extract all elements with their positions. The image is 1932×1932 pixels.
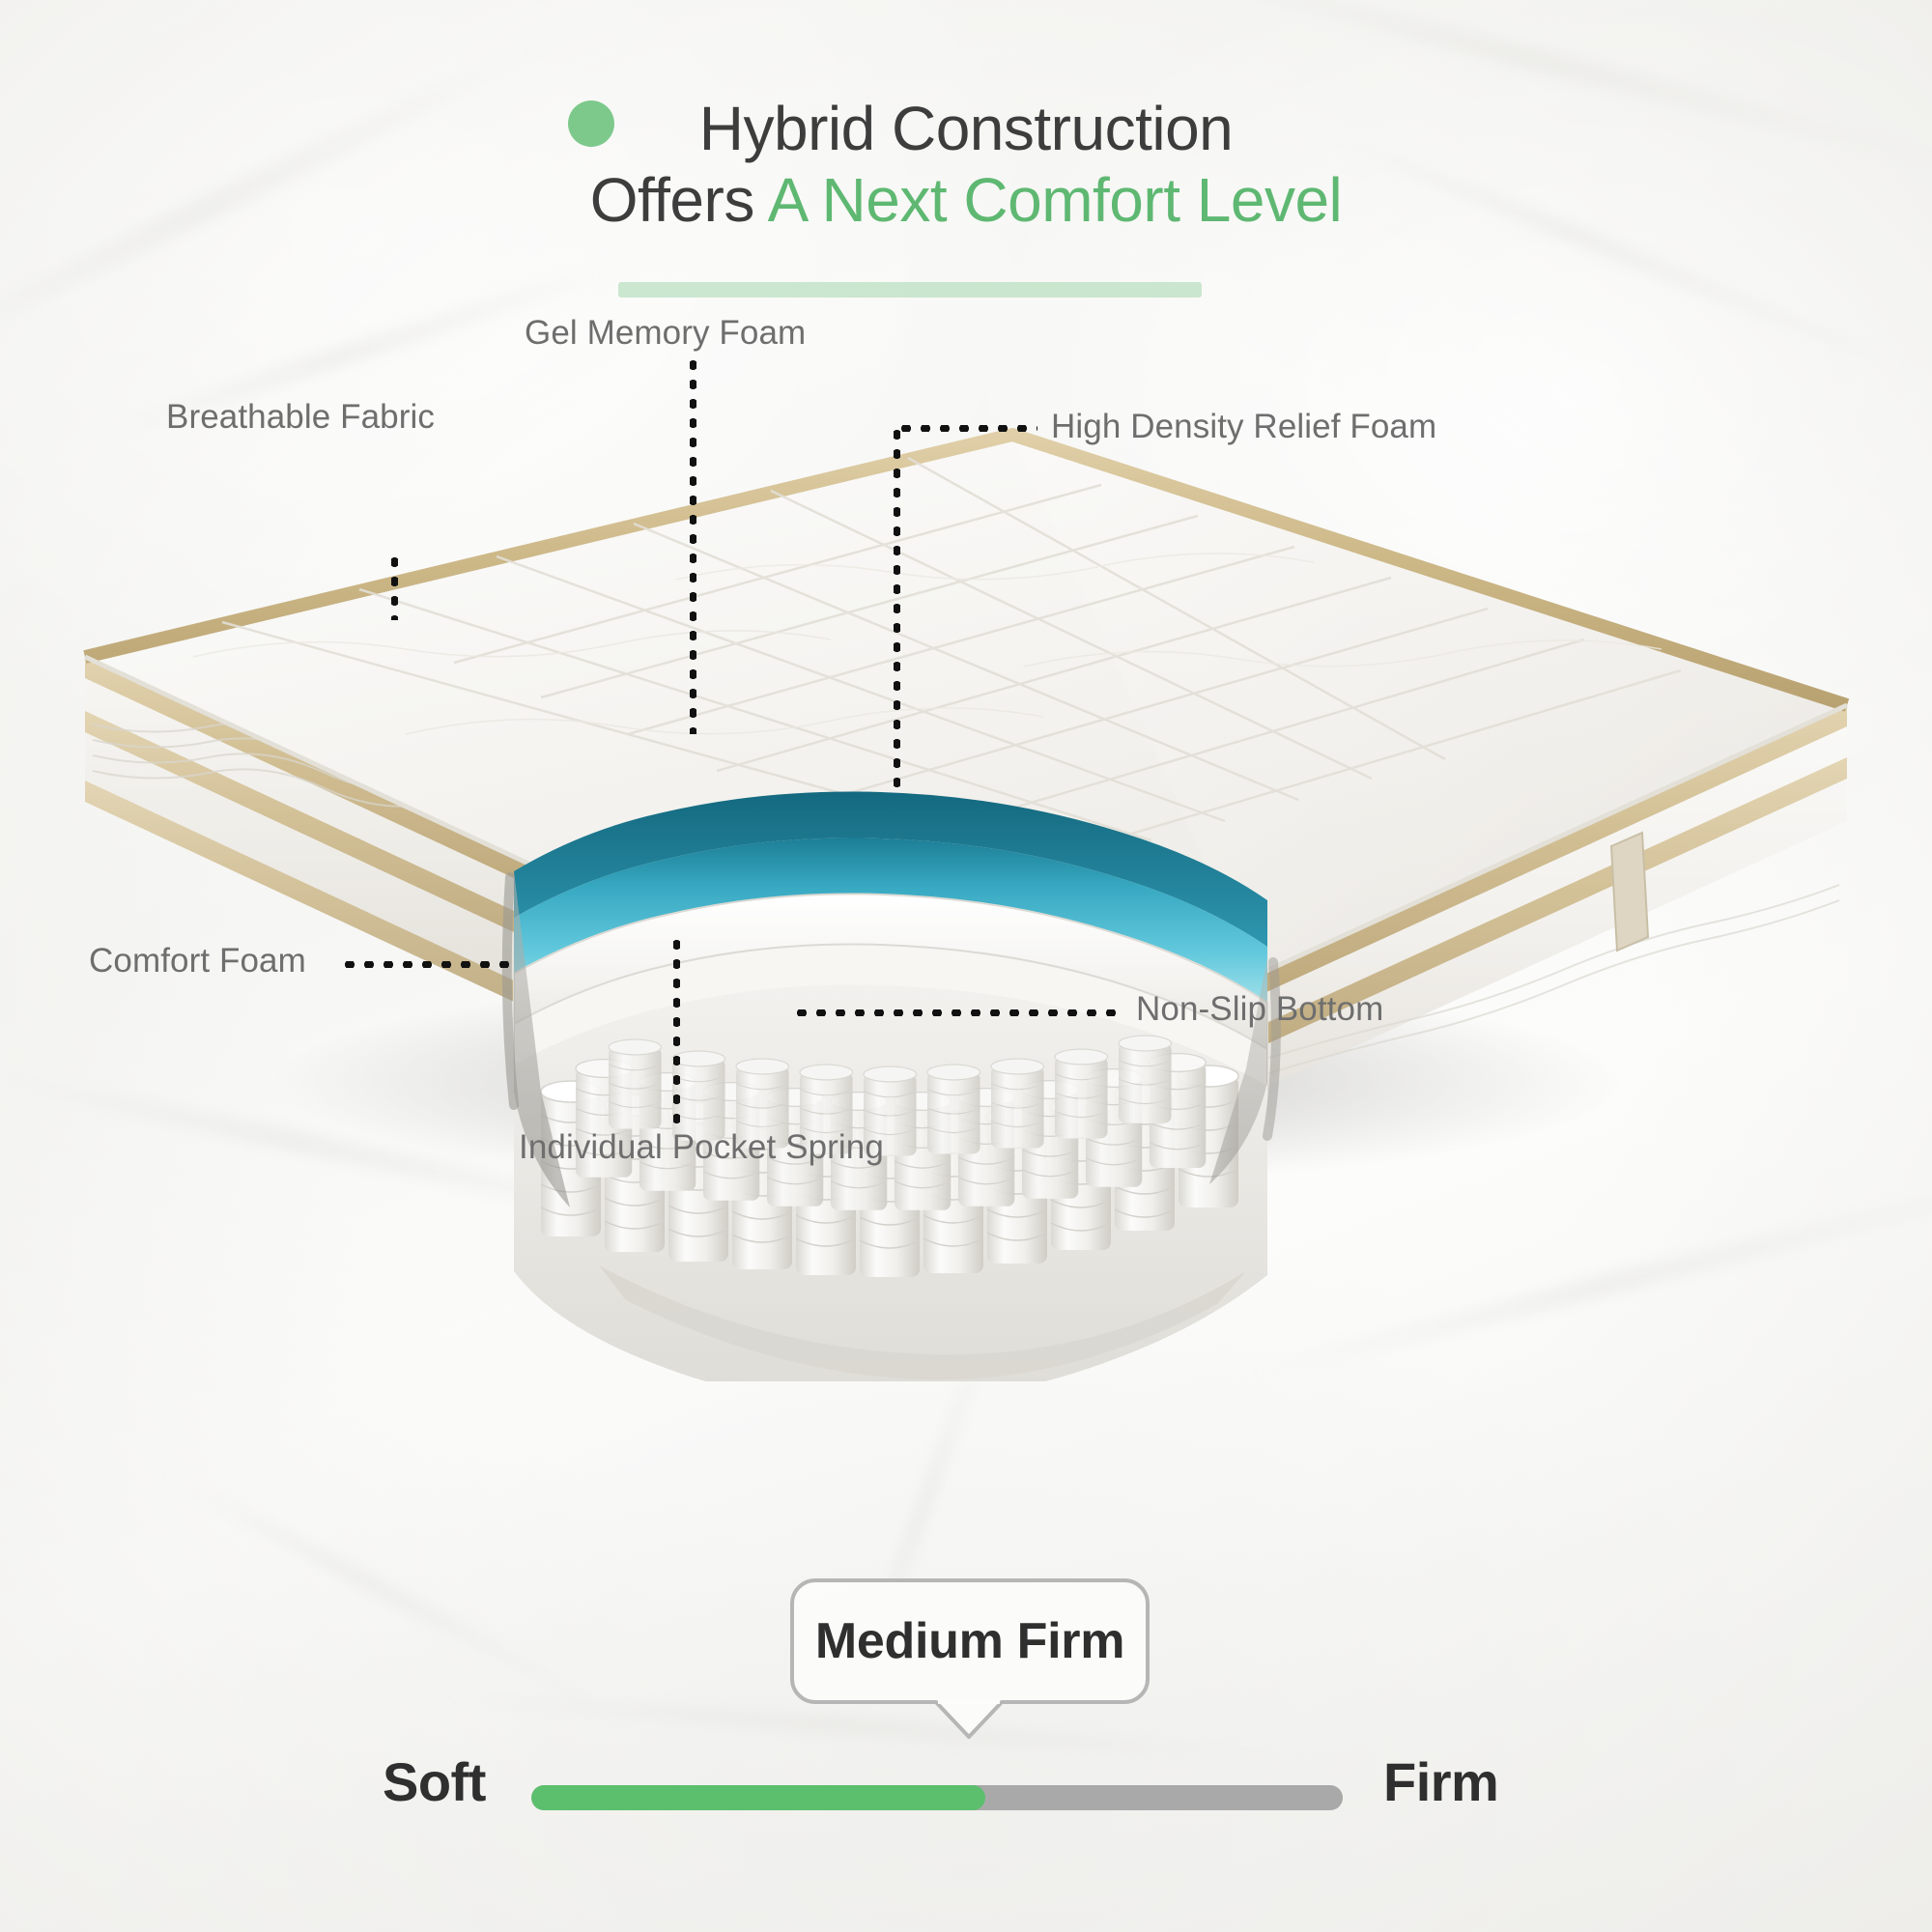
firmness-badge-label: Medium Firm <box>814 1613 1125 1669</box>
leader-high-density-relief-foam-vertical <box>894 425 900 790</box>
headline-line-1: Hybrid Construction <box>0 93 1932 164</box>
firmness-scale-row: Soft Firm <box>0 1745 1932 1832</box>
label-comfort-foam: Comfort Foam <box>89 942 306 980</box>
label-non-slip-bottom: Non-Slip Bottom <box>1136 990 1384 1028</box>
leader-high-density-relief-foam-horizontal <box>896 425 1037 432</box>
firmness-firm-label: Firm <box>1383 1751 1499 1812</box>
green-dot-accent <box>568 100 614 147</box>
label-individual-pocket-spring: Individual Pocket Spring <box>519 1128 884 1166</box>
page-title: Hybrid Construction Offers A Next Comfor… <box>0 93 1932 298</box>
headline-line-2-plain: Offers <box>589 165 768 236</box>
headline-line-2-accent: A Next Comfort Level <box>767 165 1343 236</box>
firmness-soft-label: Soft <box>383 1751 486 1812</box>
label-high-density-relief-foam: High Density Relief Foam <box>1051 408 1437 445</box>
firmness-badge-pointer <box>932 1700 1006 1743</box>
mattress-svg <box>83 428 1850 1406</box>
leader-breathable-fabric <box>391 553 398 620</box>
firmness-badge: Medium Firm <box>790 1578 1150 1704</box>
leader-non-slip-bottom <box>792 1009 1116 1016</box>
headline-line-1-text: Hybrid Construction <box>698 94 1234 163</box>
headline-line-2: Offers A Next Comfort Level <box>0 164 1932 298</box>
firmness-track[interactable] <box>531 1785 1343 1810</box>
leader-gel-memory-foam <box>690 355 696 734</box>
firmness-scale: Medium Firm Soft Firm <box>0 1565 1932 1884</box>
label-gel-memory-foam: Gel Memory Foam <box>525 314 807 352</box>
label-breathable-fabric: Breathable Fabric <box>166 398 435 436</box>
leader-individual-pocket-spring <box>673 935 680 1124</box>
firmness-track-fill <box>531 1785 986 1810</box>
mattress-illustration <box>0 415 1932 1406</box>
leader-comfort-foam <box>340 961 509 968</box>
accent-underline <box>618 282 1202 298</box>
